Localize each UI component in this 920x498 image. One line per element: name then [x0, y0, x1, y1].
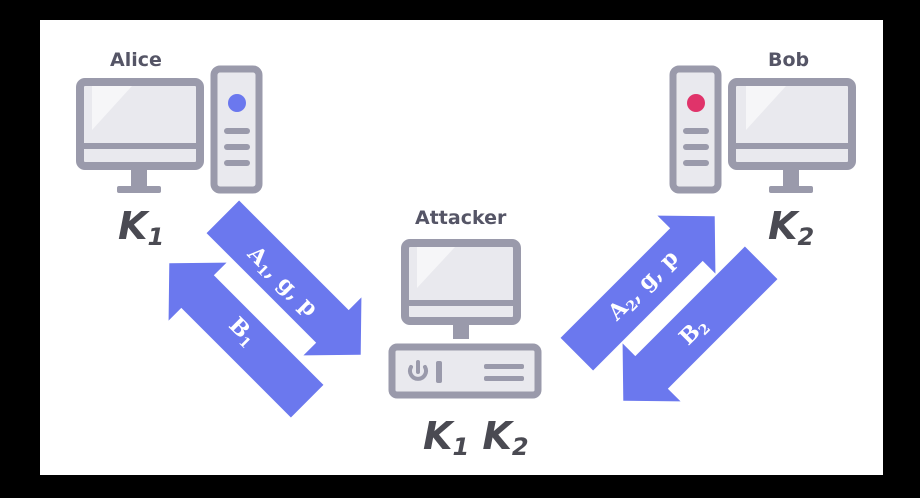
arrow-bob-to-attacker	[622, 246, 778, 402]
bob-tower-icon	[669, 65, 722, 194]
alice-key: K1	[118, 204, 165, 251]
attacker-power-icon	[408, 360, 428, 381]
arrow-attacker-to-bob	[560, 215, 716, 371]
attacker-label: Attacker	[415, 207, 507, 229]
alice-monitor-icon	[76, 78, 204, 193]
arrow-attacker-to-alice	[168, 262, 324, 418]
bob-monitor-icon	[728, 78, 856, 193]
attacker-monitor-icon	[401, 239, 521, 339]
bob-power-button-icon	[687, 94, 705, 112]
alice-power-button-icon	[228, 94, 246, 112]
attacker-desktop-case-icon	[388, 343, 542, 399]
bob-label: Bob	[768, 49, 810, 71]
arrow-alice-to-attacker	[206, 200, 362, 356]
bob-key: K2	[768, 204, 815, 251]
attacker-keys: K1 K2	[423, 414, 529, 461]
alice-label: Alice	[110, 49, 162, 71]
alice-tower-icon	[210, 65, 263, 194]
